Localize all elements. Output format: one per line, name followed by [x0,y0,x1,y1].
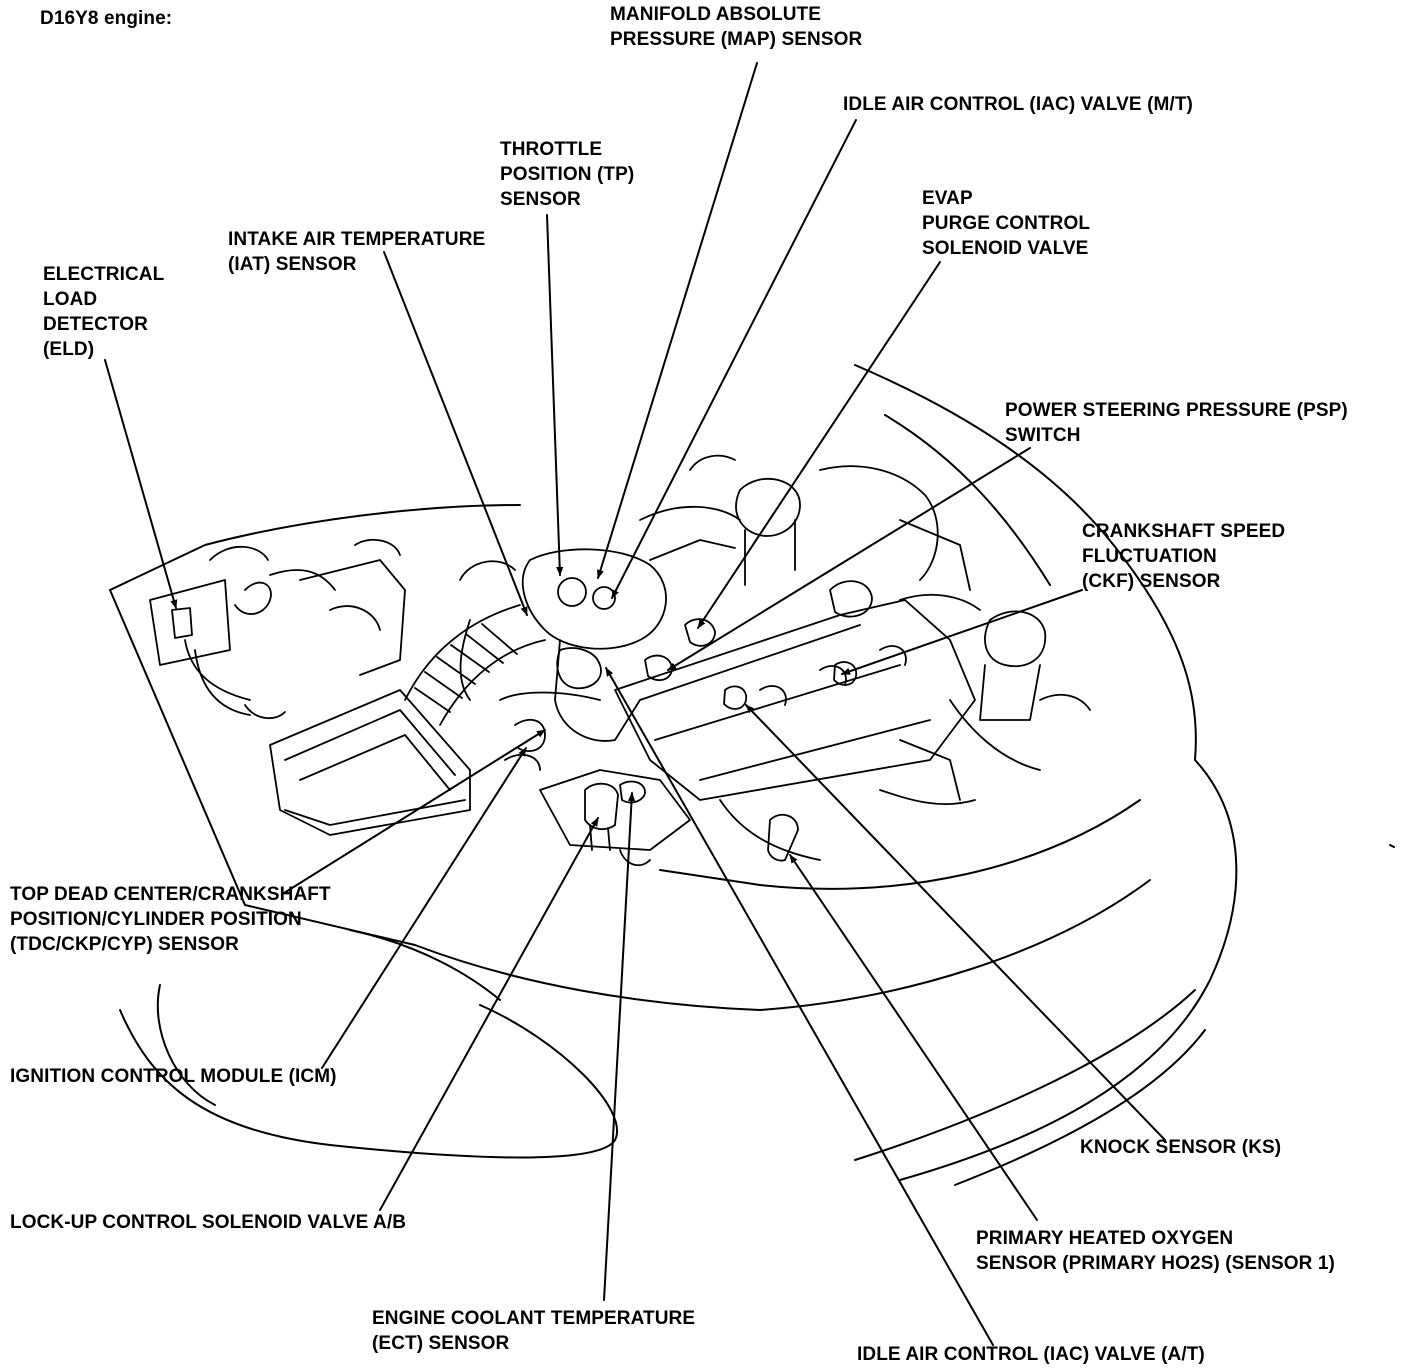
leader-icm [321,747,527,1069]
leader-map [596,62,758,579]
label-iat-sensor: INTAKE AIR TEMPERATURE(IAT) SENSOR [228,229,486,275]
label-icm: IGNITION CONTROL MODULE (ICM) [10,1066,337,1087]
leader-psp [667,447,1031,671]
leader-eld [104,359,178,609]
label-iac-valve-mt: IDLE AIR CONTROL (IAC) VALVE (M/T) [843,94,1193,115]
label-knock-sensor: KNOCK SENSOR (KS) [1080,1137,1282,1158]
vehicle-body-outline [109,364,1395,1186]
label-psp-switch: POWER STEERING PRESSURE (PSP)SWITCH [1005,400,1348,446]
leader-tdc [283,729,546,894]
leader-lines [104,62,1166,1346]
label-lockup-solenoid: LOCK-UP CONTROL SOLENOID VALVE A/B [10,1212,407,1233]
leader-lockup [379,817,599,1211]
leader-ect [603,792,636,1301]
leader-ks [745,704,1166,1141]
leader-tp [546,214,564,576]
leader-ho2s [789,854,1038,1221]
leader-iac-mt [611,119,857,599]
diagram-title: D16Y8 engine: [40,8,173,29]
leader-iac-at [605,667,994,1346]
leader-iat [383,251,528,616]
leader-ckf [841,589,1083,675]
label-ect-sensor: ENGINE COOLANT TEMPERATURE(ECT) SENSOR [372,1308,696,1354]
leader-evap [697,261,941,629]
engine-bay-detail [149,454,1091,867]
label-iac-valve-at: IDLE AIR CONTROL (IAC) VALVE (A/T) [857,1344,1205,1365]
